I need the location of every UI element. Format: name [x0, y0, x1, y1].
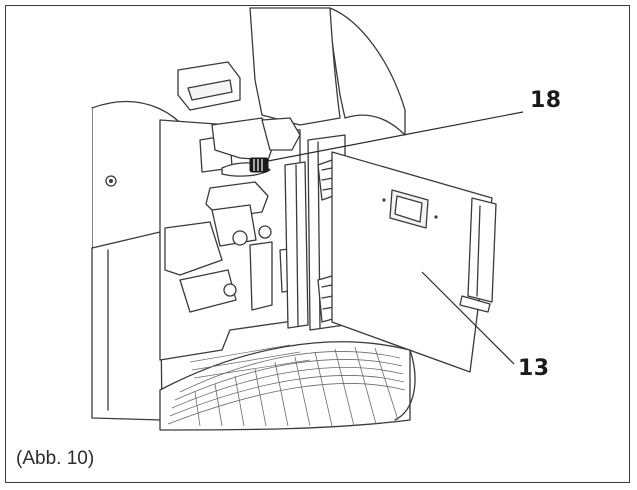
door-panel [331, 151, 493, 373]
upper-housing [249, 7, 341, 126]
part-18-clip [249, 157, 269, 173]
drip-tray [159, 341, 411, 431]
left-column [91, 231, 163, 421]
leader-13 [421, 271, 515, 365]
figure-caption: (Abb. 10) [16, 448, 95, 469]
leader-18 [267, 111, 524, 162]
door-flange [467, 197, 497, 303]
drip-tray-grid [167, 346, 406, 427]
callout-18: 18 [530, 88, 562, 113]
callout-13: 13 [518, 356, 550, 381]
upper-cover [329, 7, 406, 136]
